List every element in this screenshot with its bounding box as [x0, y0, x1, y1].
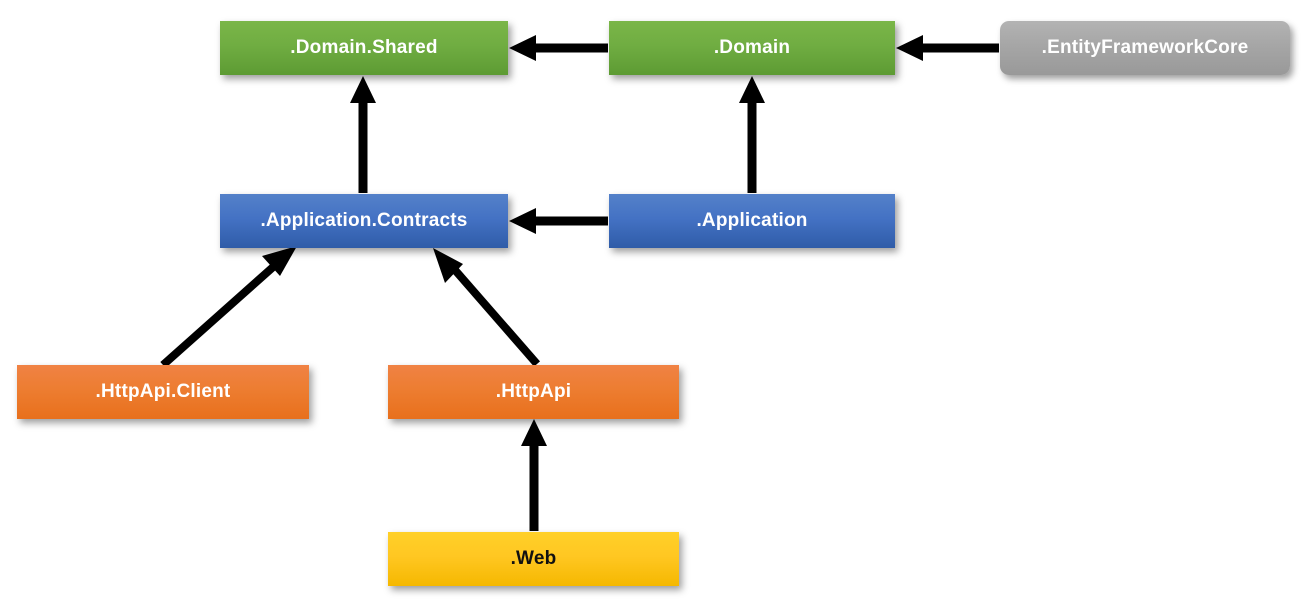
node-domain-shared[interactable]: .Domain.Shared: [220, 21, 508, 75]
node-domain-shared-label: .Domain.Shared: [290, 37, 438, 58]
node-application-contracts-label: .Application.Contracts: [260, 210, 468, 231]
node-web-label: .Web: [510, 548, 557, 569]
arrow-application-to-application-contracts: [509, 208, 608, 234]
node-httpapi-client-label: .HttpApi.Client: [95, 381, 231, 402]
arrow-entityframeworkcore-to-domain: [896, 35, 999, 61]
node-domain-label: .Domain: [713, 37, 791, 58]
arrow-application-contracts-to-domain-shared: [350, 76, 376, 193]
node-httpapi-label: .HttpApi: [495, 381, 572, 402]
node-httpapi-client[interactable]: .HttpApi.Client: [17, 365, 309, 419]
arrow-httpapi-to-application-contracts: [433, 248, 541, 367]
arrow-application-to-domain: [739, 76, 765, 193]
node-entity-framework-core-label: .EntityFrameworkCore: [1041, 37, 1249, 58]
arrow-domain-to-domain-shared: [509, 35, 608, 61]
node-application-contracts[interactable]: .Application.Contracts: [220, 194, 508, 248]
node-web[interactable]: .Web: [388, 532, 679, 586]
node-domain[interactable]: .Domain: [609, 21, 895, 75]
node-application-label: .Application: [696, 210, 808, 231]
node-entity-framework-core[interactable]: .EntityFrameworkCore: [1000, 21, 1290, 75]
node-application[interactable]: .Application: [609, 194, 895, 248]
arrow-web-to-httpapi: [521, 419, 547, 531]
node-httpapi[interactable]: .HttpApi: [388, 365, 679, 419]
arrow-httpapi-client-to-application-contracts: [160, 246, 297, 368]
